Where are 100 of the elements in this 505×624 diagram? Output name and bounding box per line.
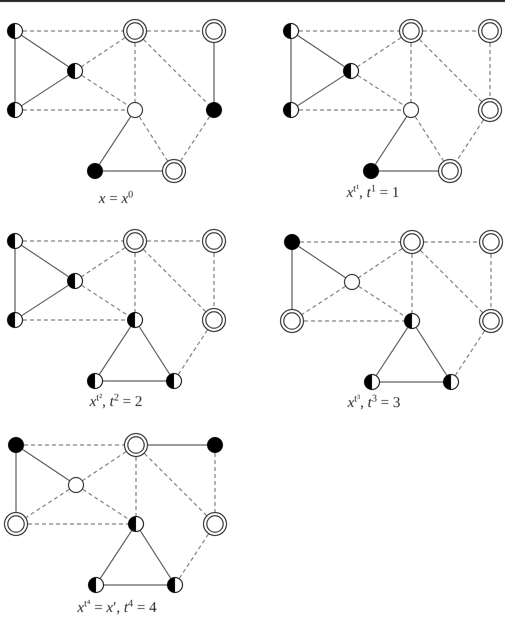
solid-edge: [21, 244, 69, 278]
double-ring-vertex: [202, 229, 226, 253]
half-filled-vertex: [364, 374, 380, 390]
panel-caption: x = x$^{0}$: [98, 190, 134, 208]
dashed-edge: [82, 451, 127, 482]
half-filled-vertex: [127, 312, 143, 328]
open-vertex: [127, 102, 143, 118]
solid-edge: [290, 38, 292, 102]
dashed-edge: [357, 37, 402, 68]
dashed-edge: [178, 534, 209, 579]
dashed-edge: [410, 42, 412, 102]
half-filled-vertex: [167, 577, 183, 593]
double-ring-vertex: [280, 309, 304, 333]
filled-vertex: [87, 163, 103, 179]
solid-edge: [138, 326, 170, 375]
dashed-edge: [82, 488, 130, 520]
double-ring-vertex: [202, 19, 226, 43]
dashed-edge: [418, 38, 482, 102]
half-filled-vertex: [67, 63, 83, 79]
dashed-edge: [81, 284, 129, 316]
dashed-edge: [454, 330, 485, 376]
solid-edge: [297, 34, 345, 68]
dashed-edge: [146, 240, 202, 242]
solid-edge: [102, 170, 162, 172]
solid-edge: [416, 327, 448, 376]
dashed-edge: [142, 38, 209, 105]
half-filled-vertex: [443, 374, 459, 390]
half-filled-vertex: [7, 102, 23, 118]
panel-caption: x$^{t¹}$, t$^{1}$ = 1: [346, 184, 400, 202]
dashed-edge: [358, 248, 403, 278]
solid-edge: [140, 530, 172, 579]
solid-edge: [104, 584, 168, 586]
solid-edge: [98, 116, 132, 165]
dashed-edge: [134, 252, 136, 312]
double-ring-vertex: [479, 230, 503, 254]
panel-caption: x$^{t²}$, t$^{2}$ = 2: [90, 393, 142, 411]
dashed-edge: [414, 116, 444, 162]
dashed-edge: [456, 120, 484, 162]
dashed-edge: [22, 240, 124, 242]
solid-edge: [22, 448, 70, 482]
solid-edge: [98, 326, 132, 375]
dashed-edge: [214, 452, 216, 512]
dashed-edge: [144, 452, 208, 516]
filled-vertex: [207, 437, 223, 453]
dashed-edge: [490, 254, 492, 310]
half-filled-vertex: [88, 577, 104, 593]
panel-caption: x$^{t³}$, t$^{3}$ = 3: [348, 394, 400, 412]
open-vertex: [68, 477, 84, 493]
half-filled-vertex: [404, 313, 420, 329]
solid-edge: [21, 284, 69, 316]
solid-edge: [14, 38, 16, 102]
dashed-edge: [422, 30, 478, 32]
half-filled-vertex: [87, 373, 103, 389]
dashed-edge: [420, 250, 484, 314]
dashed-edge: [146, 30, 202, 32]
panel-caption: x$^{t⁴}$ = x′, t$^{4}$ = 4: [77, 599, 157, 617]
filled-vertex: [8, 437, 24, 453]
double-ring-vertex: [399, 19, 423, 43]
dashed-edge: [138, 116, 168, 162]
dashed-edge: [142, 248, 206, 312]
open-vertex: [403, 102, 419, 118]
filled-vertex: [284, 234, 300, 250]
solid-edge: [376, 327, 408, 376]
double-ring-vertex: [203, 512, 227, 536]
dashed-edge: [302, 286, 346, 315]
dashed-edge: [81, 74, 129, 106]
double-ring-vertex: [479, 309, 503, 333]
double-ring-vertex: [478, 19, 502, 43]
dashed-edge: [22, 30, 124, 32]
solid-edge: [100, 530, 132, 579]
half-filled-vertex: [166, 373, 182, 389]
half-filled-vertex: [128, 516, 144, 532]
solid-edge: [21, 74, 69, 106]
dashed-edge: [304, 320, 404, 322]
dashed-edge: [26, 488, 70, 518]
half-filled-vertex: [283, 102, 299, 118]
solid-edge: [148, 444, 208, 446]
solid-edge: [378, 170, 438, 172]
dashed-edge: [134, 42, 136, 102]
double-ring-vertex: [124, 433, 148, 457]
double-ring-vertex: [162, 159, 186, 183]
solid-edge: [297, 74, 345, 106]
half-filled-vertex: [343, 63, 359, 79]
half-filled-vertex: [7, 23, 23, 39]
solid-edge: [21, 34, 69, 68]
dashed-edge: [358, 286, 406, 318]
double-ring-vertex: [202, 308, 226, 332]
double-ring-vertex: [400, 230, 424, 254]
half-filled-vertex: [7, 233, 23, 249]
dashed-edge: [81, 37, 126, 68]
double-ring-vertex: [4, 512, 28, 536]
dashed-edge: [178, 330, 208, 375]
double-ring-vertex: [478, 98, 502, 122]
half-filled-vertex: [283, 23, 299, 39]
filled-vertex: [206, 102, 222, 118]
dashed-edge: [298, 30, 400, 32]
dashed-edge: [180, 116, 210, 162]
double-ring-vertex: [123, 19, 147, 43]
half-filled-vertex: [7, 312, 23, 328]
solid-edge: [374, 116, 408, 165]
